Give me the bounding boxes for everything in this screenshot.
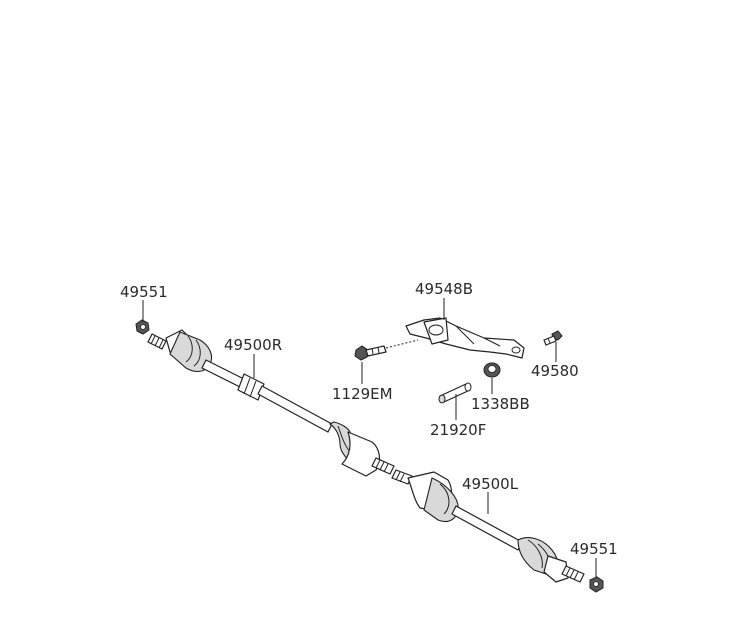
stub-axle-right (147, 333, 167, 350)
spline-right (371, 457, 395, 475)
hub-nut-right (135, 319, 150, 335)
bushing-1338bb (483, 362, 501, 378)
label-nut-right: 49551 (120, 283, 168, 301)
hub-nut-left (589, 576, 604, 593)
drive-shaft-right (135, 319, 395, 477)
bearing-bracket (405, 317, 525, 359)
outer-cv-housing-left (543, 555, 569, 583)
bolt-49580 (543, 330, 563, 346)
label-shaft-left: 49500L (462, 475, 519, 493)
bolt-1129em (354, 339, 419, 361)
stub-axle-left (561, 565, 585, 583)
shaft-bar-right-1 (201, 359, 247, 389)
pin-21920f (438, 382, 472, 404)
label-bolt-small: 49580 (531, 362, 579, 380)
inner-cv-housing-right (341, 431, 381, 477)
label-pin: 21920F (430, 421, 486, 439)
label-shaft-right: 49500R (224, 336, 282, 354)
damper-right (237, 373, 265, 401)
shaft-bar-right-2 (257, 385, 333, 433)
label-nut-left: 49551 (570, 540, 618, 558)
spline-left (391, 469, 413, 485)
drive-shaft-left (391, 469, 604, 593)
label-bolt: 1129EM (332, 385, 393, 403)
label-bracket: 49548B (415, 280, 473, 298)
label-bushing: 1338BB (471, 395, 530, 413)
shaft-bar-left (451, 505, 523, 551)
